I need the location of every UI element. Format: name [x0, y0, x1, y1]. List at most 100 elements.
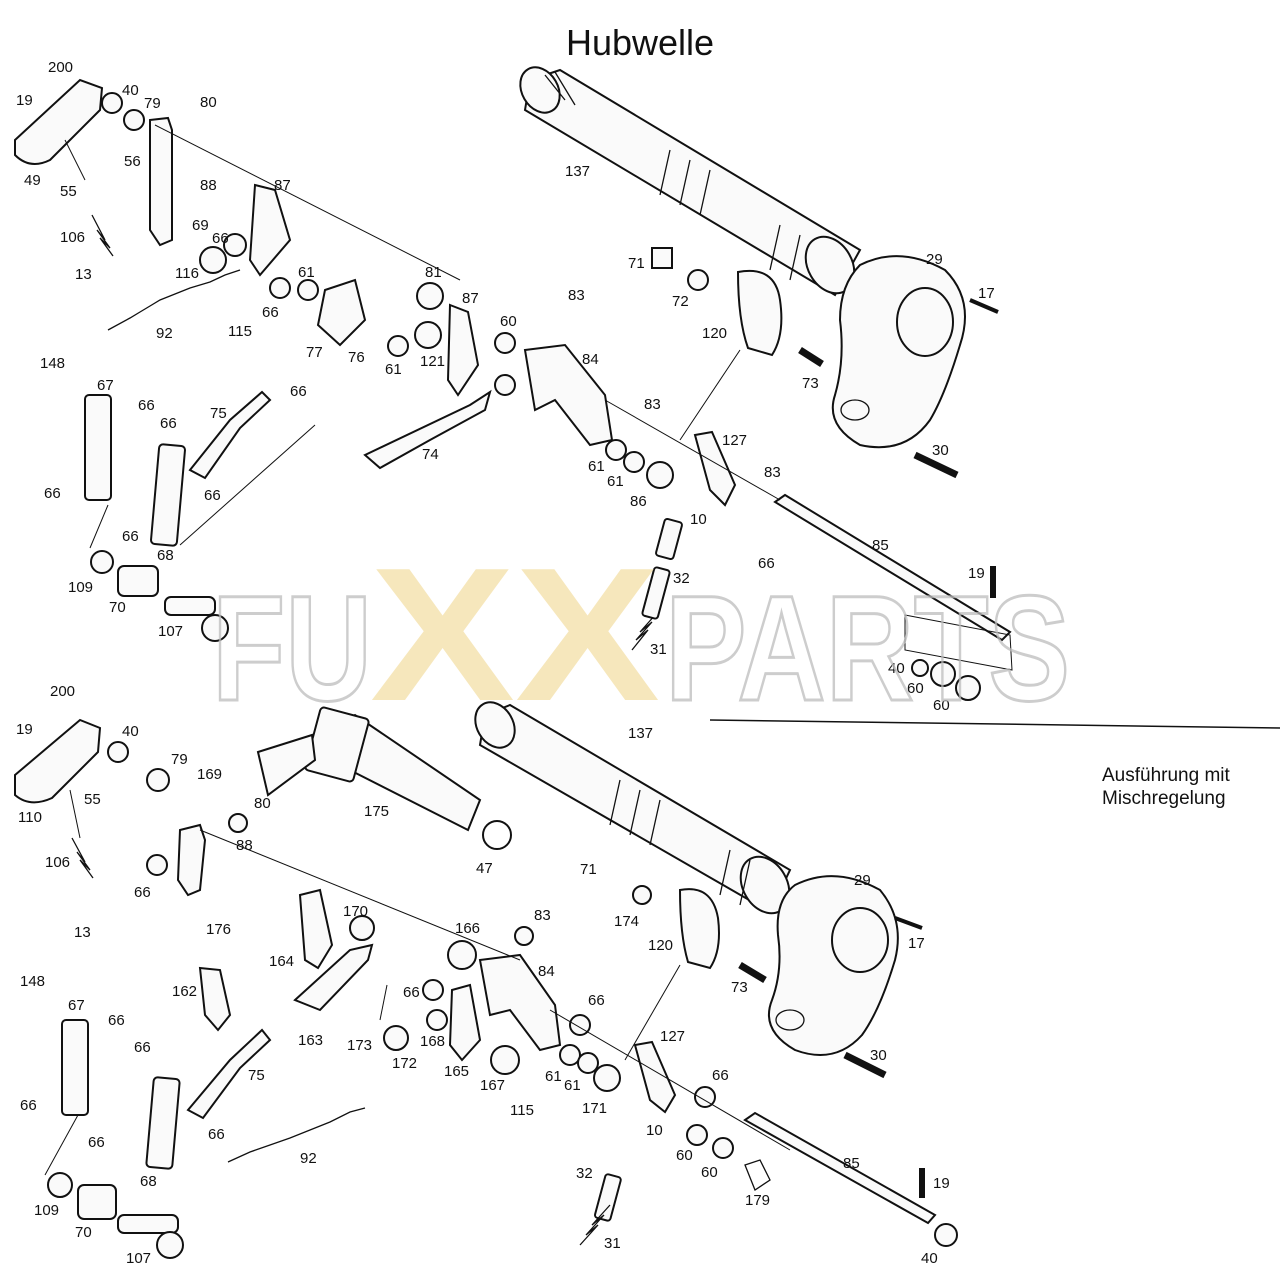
variant-note-line-2: Mischregelung	[1102, 788, 1226, 809]
label-127: 127	[722, 432, 747, 449]
label-165: 165	[444, 1063, 469, 1080]
label-67-lower: 67	[68, 997, 85, 1014]
label-66-d: 66	[160, 415, 177, 432]
label-116: 116	[175, 265, 199, 282]
link-163	[293, 943, 374, 1012]
label-61-d: 61	[607, 473, 624, 490]
label-148-lower: 148	[20, 973, 45, 990]
spring-92	[107, 269, 241, 331]
label-66-f: 66	[44, 485, 61, 502]
label-110: 110	[18, 809, 42, 826]
nut-72	[687, 269, 709, 291]
label-67: 67	[97, 377, 114, 394]
label-176: 176	[206, 921, 231, 938]
lower-washers	[47, 741, 958, 1259]
label-60-c: 60	[933, 697, 950, 714]
label-17: 17	[978, 285, 995, 302]
label-61-c: 61	[588, 458, 605, 475]
lever-162	[198, 966, 232, 1032]
lower-part-labels: 200 19 40 79 169 80 110 55 175 106 88 47…	[16, 683, 950, 1267]
clip-179	[744, 1159, 771, 1191]
shaft-137	[519, 66, 862, 297]
pin-32-lower	[593, 1173, 622, 1222]
page-title: Hubwelle	[565, 22, 715, 63]
bracket-87-b	[446, 303, 480, 397]
rocker-127	[693, 430, 737, 507]
label-80-lower: 80	[254, 795, 271, 812]
variant-note-line-1: Ausführung mit	[1102, 765, 1230, 786]
label-167: 167	[480, 1077, 505, 1094]
label-75-lower: 75	[248, 1067, 265, 1084]
label-29: 29	[926, 251, 943, 268]
label-66-e: 66	[290, 383, 307, 400]
label-137-lower: 137	[628, 725, 653, 742]
label-85-lower: 85	[843, 1155, 860, 1172]
label-10: 10	[690, 511, 707, 528]
label-106: 106	[60, 229, 85, 246]
label-83-lower: 83	[534, 907, 551, 924]
label-19-b: 19	[968, 565, 985, 582]
label-107-lower: 107	[126, 1250, 151, 1267]
label-84: 84	[582, 351, 599, 368]
spring-31	[631, 613, 657, 651]
label-60: 60	[500, 313, 517, 330]
lever-169	[176, 823, 207, 897]
label-179: 179	[745, 1192, 770, 1209]
upper-exploded-view	[14, 66, 1013, 701]
watermark-fu: FU	[212, 564, 372, 732]
label-60-lower-a: 60	[676, 1147, 693, 1164]
spring-106	[91, 214, 114, 257]
plate-68	[150, 443, 186, 547]
shaft-85	[773, 493, 1013, 671]
label-61: 61	[298, 264, 315, 281]
lower-leader-lines	[44, 789, 791, 1176]
label-169: 169	[197, 766, 222, 783]
lower-exploded-view	[14, 701, 958, 1259]
label-60-lower-b: 60	[701, 1164, 718, 1181]
label-107: 107	[158, 623, 183, 640]
lever-77	[316, 278, 367, 347]
label-55: 55	[60, 183, 77, 200]
label-31: 31	[650, 641, 667, 658]
spring-92-lower	[227, 1107, 366, 1163]
pin-30	[913, 451, 959, 479]
label-76: 76	[348, 349, 365, 366]
label-80: 80	[200, 94, 217, 111]
link-75-lower	[186, 1028, 272, 1120]
label-83: 83	[568, 287, 585, 304]
spring-31-lower	[579, 1204, 611, 1246]
label-40-lower: 40	[122, 723, 139, 740]
label-66-lower-d: 66	[108, 1012, 125, 1029]
label-66-i: 66	[758, 555, 775, 572]
label-70: 70	[109, 599, 126, 616]
label-170: 170	[343, 903, 368, 920]
label-71-lower: 71	[580, 861, 597, 878]
label-162: 162	[172, 983, 197, 1000]
label-137: 137	[565, 163, 590, 180]
label-75: 75	[210, 405, 227, 422]
lever-165	[448, 983, 482, 1062]
label-121: 121	[420, 353, 445, 370]
label-81: 81	[425, 264, 442, 281]
sleeve-10	[655, 517, 683, 561]
lever-56	[149, 116, 173, 247]
link-74	[363, 389, 492, 470]
label-175: 175	[364, 803, 389, 820]
label-60-b: 60	[907, 680, 924, 697]
label-168: 168	[420, 1033, 445, 1050]
upper-leader-lines	[64, 124, 781, 549]
label-120: 120	[702, 325, 727, 342]
plate-67-lower	[61, 1019, 89, 1116]
plate-67	[84, 394, 112, 501]
label-13: 13	[75, 266, 92, 283]
spring-106-lower	[71, 837, 94, 879]
label-70-lower: 70	[75, 1224, 92, 1241]
lever-49	[14, 78, 104, 165]
label-40: 40	[122, 82, 139, 99]
label-200: 200	[48, 59, 73, 76]
label-10-lower: 10	[646, 1122, 663, 1139]
label-115: 115	[228, 323, 252, 340]
label-115-lower: 115	[510, 1102, 534, 1119]
label-66-h: 66	[122, 528, 139, 545]
